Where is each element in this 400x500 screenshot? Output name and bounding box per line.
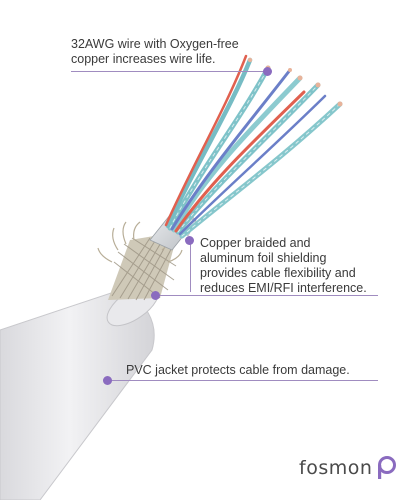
shielding-callout-dot-foil <box>185 236 194 245</box>
jacket-callout-dot <box>103 376 112 385</box>
shielding-callout-rule <box>156 295 378 296</box>
jacket-callout-text: PVC jacket protects cable from damage. <box>126 363 350 377</box>
wire-callout-text: 32AWG wire with Oxygen-free copper incre… <box>71 37 239 66</box>
wire-callout-rule <box>71 71 267 72</box>
shielding-callout-rule-top <box>190 240 191 292</box>
brand-name: fosmon <box>299 457 373 479</box>
fosmon-logo-icon <box>378 456 397 479</box>
shielding-callout-dot-braid <box>151 291 160 300</box>
brand-logo: fosmon <box>299 456 397 480</box>
jacket-callout-rule <box>108 380 378 381</box>
wire-bundle <box>164 54 343 239</box>
braided-shield <box>97 221 183 301</box>
shielding-callout-text: Copper braided and aluminum foil shieldi… <box>200 236 367 295</box>
wire-callout-dot <box>263 67 272 76</box>
